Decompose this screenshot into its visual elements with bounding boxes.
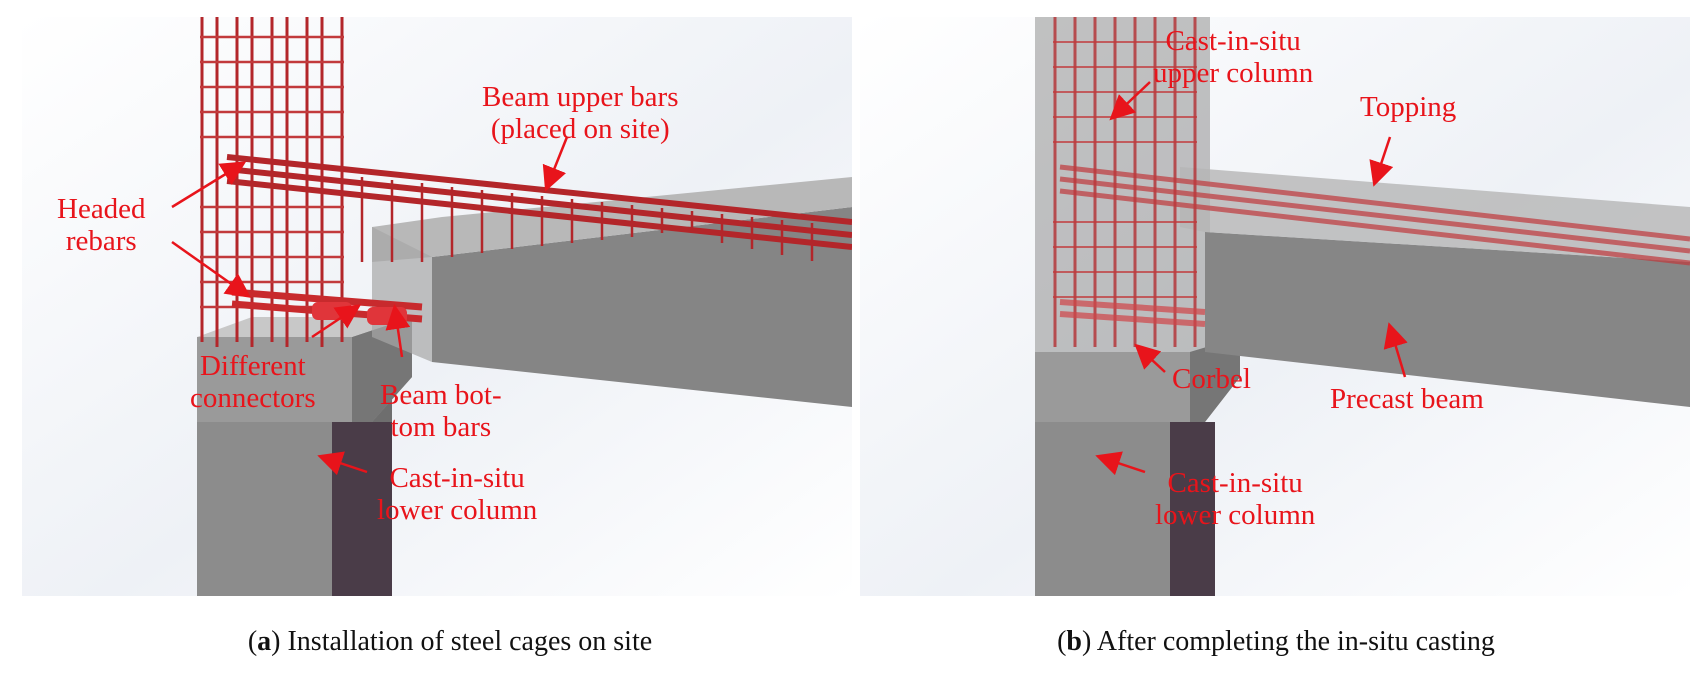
label-beam-upper-bars: Beam upper bars(placed on site) <box>482 81 679 145</box>
arrow-topping <box>1369 136 1394 187</box>
arrow-headed-top <box>171 161 247 209</box>
column-stirrups-faded <box>1053 41 1197 298</box>
label-corbel: Corbel <box>1172 363 1251 395</box>
arrow-bottom-bars <box>385 304 411 358</box>
beam-bottom-bars-faded <box>1059 299 1206 327</box>
panel-b-arrows <box>1095 81 1408 476</box>
arrow-precast-beam <box>1383 322 1408 378</box>
label-topping: Topping <box>1360 91 1457 123</box>
arrow-headed-bottom <box>171 240 252 298</box>
caption-b: (b) After completing the in-situ casting <box>1057 626 1495 657</box>
beam-upper-bars-faded <box>1059 164 1690 266</box>
label-beam-bottom-bars: Beam bot-tom bars <box>380 379 502 443</box>
column-stirrups <box>200 35 344 309</box>
caption-a: (a) Installation of steel cages on site <box>247 626 653 657</box>
arrow-upper-column <box>1109 81 1151 121</box>
arrow-connectors <box>311 304 362 339</box>
corbel-b <box>1035 337 1240 422</box>
arrow-lower-column <box>317 451 368 476</box>
panel-a-drawing <box>22 17 852 596</box>
arrow-lower-column-b <box>1095 451 1146 476</box>
panel-b-drawing <box>860 17 1690 596</box>
beam-upper-bars <box>226 154 852 250</box>
arrow-upper-bars <box>542 136 569 192</box>
panel-a-arrows <box>171 136 569 476</box>
arrow-corbel <box>1134 343 1166 373</box>
beam-stirrups <box>360 177 814 262</box>
label-precast-beam: Precast beam <box>1330 383 1484 415</box>
